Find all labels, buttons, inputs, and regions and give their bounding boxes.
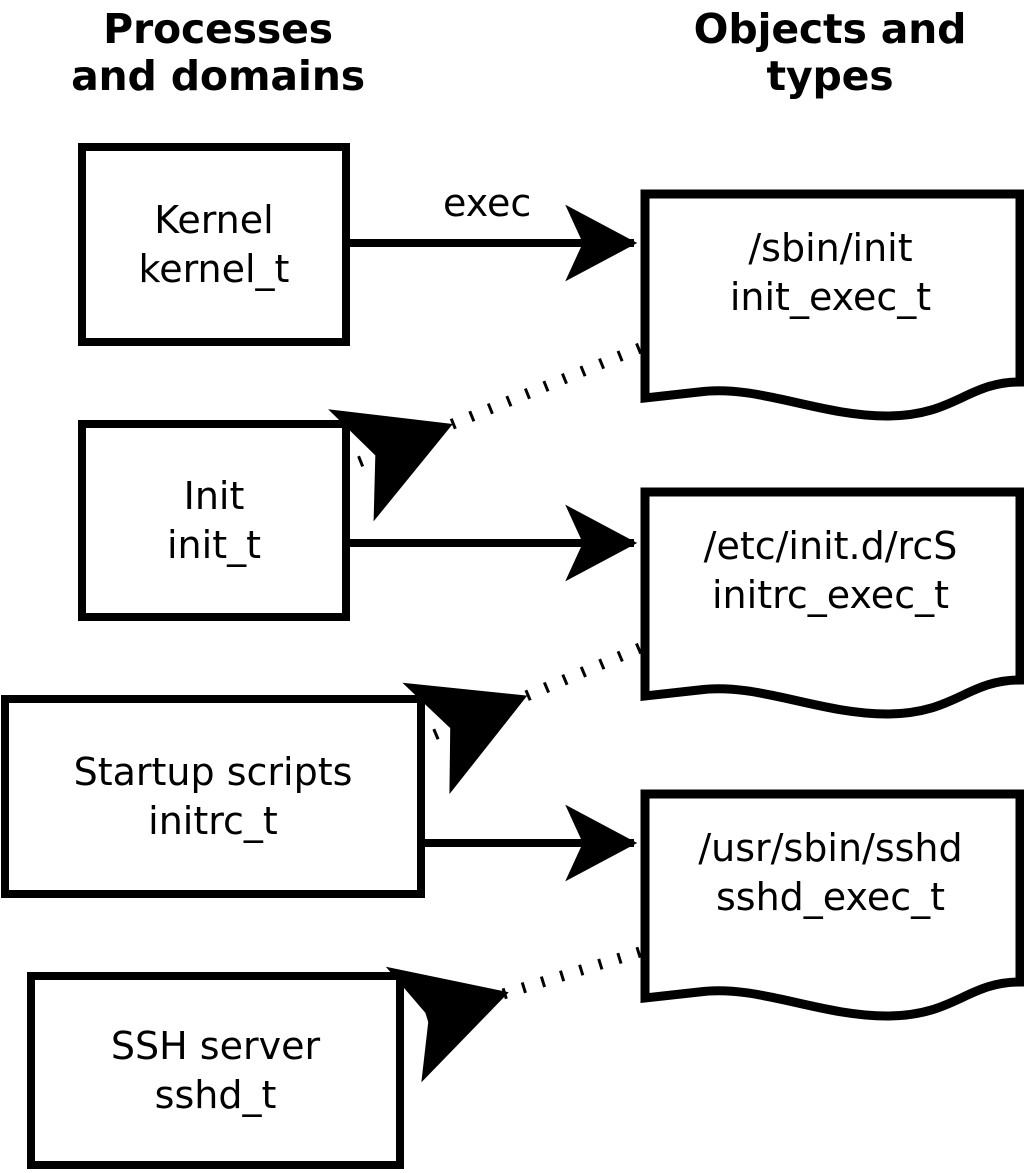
process-type: sshd_t — [154, 1072, 277, 1117]
process-title: Startup scripts — [73, 749, 353, 794]
process-type: init_t — [167, 522, 261, 567]
process-title: Kernel — [154, 197, 274, 242]
process-node-kernel[interactable]: Kernel kernel_t — [78, 143, 350, 346]
edge-transition-init-exec-to-init — [328, 342, 643, 522]
process-node-initrc[interactable]: Startup scripts initrc_t — [1, 695, 425, 898]
process-title: SSH server — [110, 1023, 321, 1068]
process-type: kernel_t — [138, 246, 290, 291]
document-shape — [640, 189, 1024, 421]
process-type: initrc_t — [148, 798, 278, 843]
column-header-processes: Processes and domains — [71, 5, 365, 100]
process-node-sshd[interactable]: SSH server sshd_t — [27, 972, 404, 1169]
column-header-objects: Objects and types — [693, 5, 967, 100]
object-node-sshd-exec[interactable]: /usr/sbin/sshd sshd_exec_t — [637, 786, 1024, 1026]
edge-transition-initrc-exec-to-initrc — [402, 642, 643, 795]
document-shape — [640, 487, 1024, 719]
edge-label-exec: exec — [443, 181, 532, 225]
object-node-init-exec[interactable]: /sbin/init init_exec_t — [637, 186, 1024, 426]
edge-transition-sshd-exec-to-sshd — [385, 946, 642, 1083]
process-title: Init — [183, 473, 245, 518]
process-node-init[interactable]: Init init_t — [78, 420, 350, 621]
object-node-initrc-exec[interactable]: /etc/init.d/rcS initrc_exec_t — [637, 484, 1024, 724]
document-shape — [640, 789, 1024, 1021]
